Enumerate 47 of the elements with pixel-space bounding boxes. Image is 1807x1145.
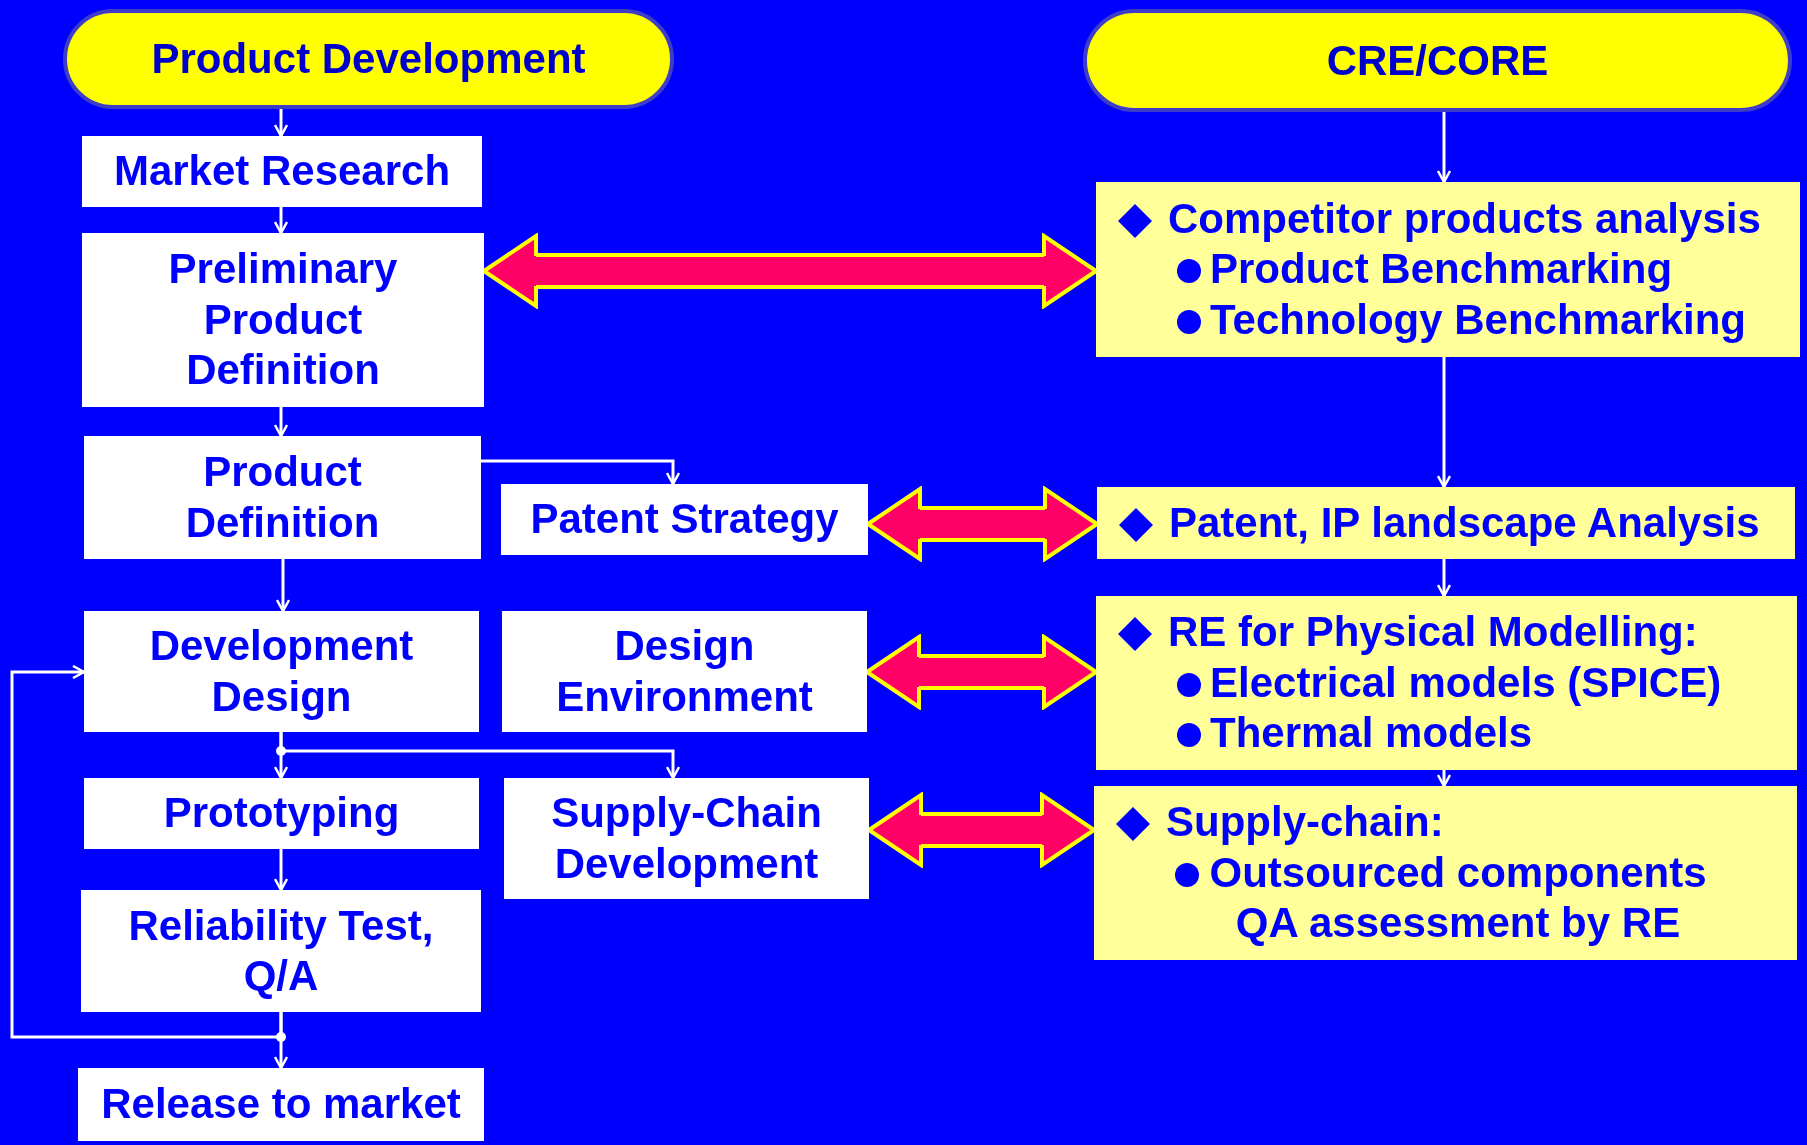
process-box <box>81 890 481 1012</box>
arrow <box>1436 357 1452 489</box>
process-box <box>84 436 481 559</box>
box-label: Development Design <box>148 621 415 722</box>
arrow <box>10 664 283 1039</box>
box-label: Release to market <box>101 1079 461 1130</box>
box-label: Patent Strategy <box>530 494 839 545</box>
box-label: Product Definition <box>184 447 381 548</box>
process-box <box>82 136 482 207</box>
box-label: Preliminary Product Definition <box>167 244 399 396</box>
process-box <box>501 484 868 555</box>
bullet-text: Patent, IP landscape Analysis <box>1169 497 1760 548</box>
info-box <box>1096 182 1800 357</box>
box-label: Supply-Chain Development <box>550 788 823 889</box>
box-label: Market Research <box>113 146 451 197</box>
arrow <box>273 407 289 438</box>
process-box <box>84 778 479 849</box>
info-box <box>1096 596 1797 770</box>
arrow <box>1436 770 1452 788</box>
bullet-text: Technology Benchmarking <box>1210 294 1746 345</box>
arrow <box>279 732 681 780</box>
info-box <box>1094 786 1797 960</box>
process-box <box>502 611 867 732</box>
bullet-text: Competitor products analysis <box>1168 193 1761 244</box>
bullet-text: Supply-chain: <box>1166 797 1444 848</box>
bullet-text: Electrical models (SPICE) <box>1210 657 1722 708</box>
box-label: Reliability Test, Q/A <box>127 900 435 1001</box>
process-box <box>78 1068 484 1141</box>
bullet-text: RE for Physical Modelling: <box>1168 607 1698 658</box>
bullet-text: Outsourced components QA assessment by RE <box>1208 847 1708 949</box>
process-box <box>84 611 479 732</box>
banner-title: CRE/CORE <box>1326 36 1549 85</box>
arrow <box>273 109 289 138</box>
arrow <box>1436 112 1452 184</box>
arrow <box>481 459 681 486</box>
arrow <box>275 559 291 613</box>
arrow <box>273 849 289 892</box>
arrow <box>1436 559 1452 598</box>
process-box <box>82 233 484 407</box>
arrow <box>273 207 289 235</box>
info-box <box>1097 487 1795 559</box>
bullet-text: Thermal models <box>1210 708 1533 759</box>
box-label: Prototyping <box>163 788 400 839</box>
banner-title: Product Development <box>151 35 586 83</box>
box-label: Design Environment <box>555 621 814 722</box>
process-box <box>504 778 869 899</box>
bullet-text: Product Benchmarking <box>1210 244 1673 295</box>
